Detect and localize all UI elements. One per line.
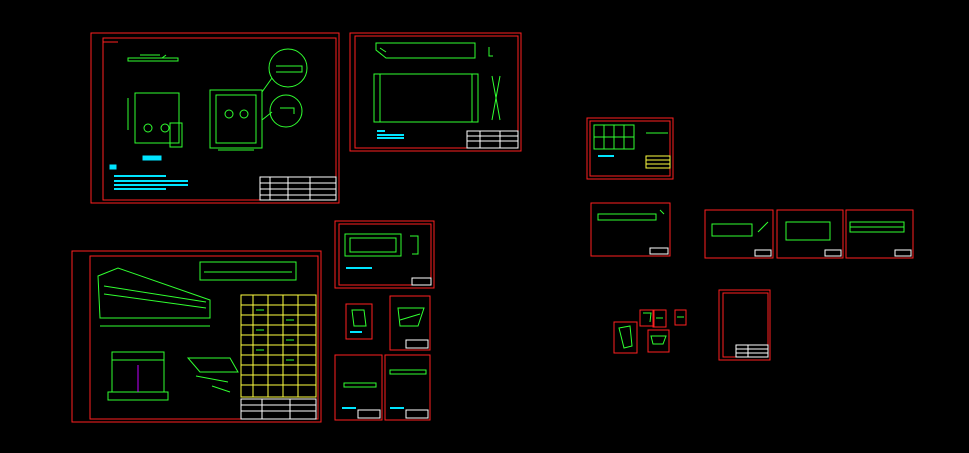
sheet-a1-assembly-plan[interactable] <box>90 32 340 204</box>
title-block <box>357 409 381 419</box>
label-block <box>142 155 162 161</box>
sheet-row-3[interactable] <box>845 209 914 259</box>
parts-list <box>645 155 671 169</box>
sheet-grid-plate[interactable] <box>586 117 674 180</box>
sheet-small-2[interactable] <box>389 295 431 351</box>
sheet-bar[interactable] <box>590 202 671 257</box>
label-block <box>109 164 117 170</box>
sheet-row-2[interactable] <box>776 209 844 259</box>
part-geometry <box>597 213 657 221</box>
title-block <box>735 344 769 358</box>
part-geometry <box>659 209 665 215</box>
sheet-tiny-2[interactable] <box>639 309 655 327</box>
part-geometry <box>343 382 377 388</box>
part-geometry <box>389 369 427 375</box>
part-geometry <box>397 307 425 327</box>
part-geometry <box>650 335 667 345</box>
title-block <box>754 249 772 257</box>
notes-block <box>377 130 404 139</box>
sheet-a3-machine-assembly[interactable] <box>71 250 322 423</box>
part-geometry <box>785 221 831 241</box>
part-geometry <box>643 312 652 323</box>
title-block <box>240 398 317 420</box>
title-block <box>259 176 337 201</box>
title-block <box>405 339 429 349</box>
parts-list <box>240 294 317 398</box>
part-geometry <box>351 309 367 327</box>
part-geometry <box>344 233 419 257</box>
title-block <box>466 130 519 149</box>
sheet-tiny-4[interactable] <box>652 309 667 328</box>
sheet-tiny-3[interactable] <box>647 329 670 353</box>
title-block <box>649 247 669 255</box>
title-block <box>824 249 842 257</box>
title-block <box>894 249 912 257</box>
part-geometry <box>127 48 308 151</box>
sheet-small-1[interactable] <box>345 303 373 340</box>
part-geometry <box>618 325 633 349</box>
sheet-tiny-1[interactable] <box>613 321 638 354</box>
title-block <box>405 409 429 419</box>
sheet-blank-portrait[interactable] <box>718 289 771 361</box>
part-geometry <box>593 124 668 150</box>
sheet-a2-beam[interactable] <box>349 32 522 152</box>
notes-block <box>114 175 188 190</box>
part-geometry <box>711 223 753 237</box>
part-geometry <box>757 221 769 233</box>
title-block <box>411 277 432 286</box>
sheet-a4-part[interactable] <box>334 220 435 289</box>
sheet-tiny-5[interactable] <box>674 309 687 326</box>
sheet-small-3[interactable] <box>334 354 383 421</box>
part-geometry <box>373 42 501 123</box>
sheet-small-4[interactable] <box>384 354 431 421</box>
sheet-row-1[interactable] <box>704 209 774 259</box>
parts-list-entries <box>256 309 294 361</box>
